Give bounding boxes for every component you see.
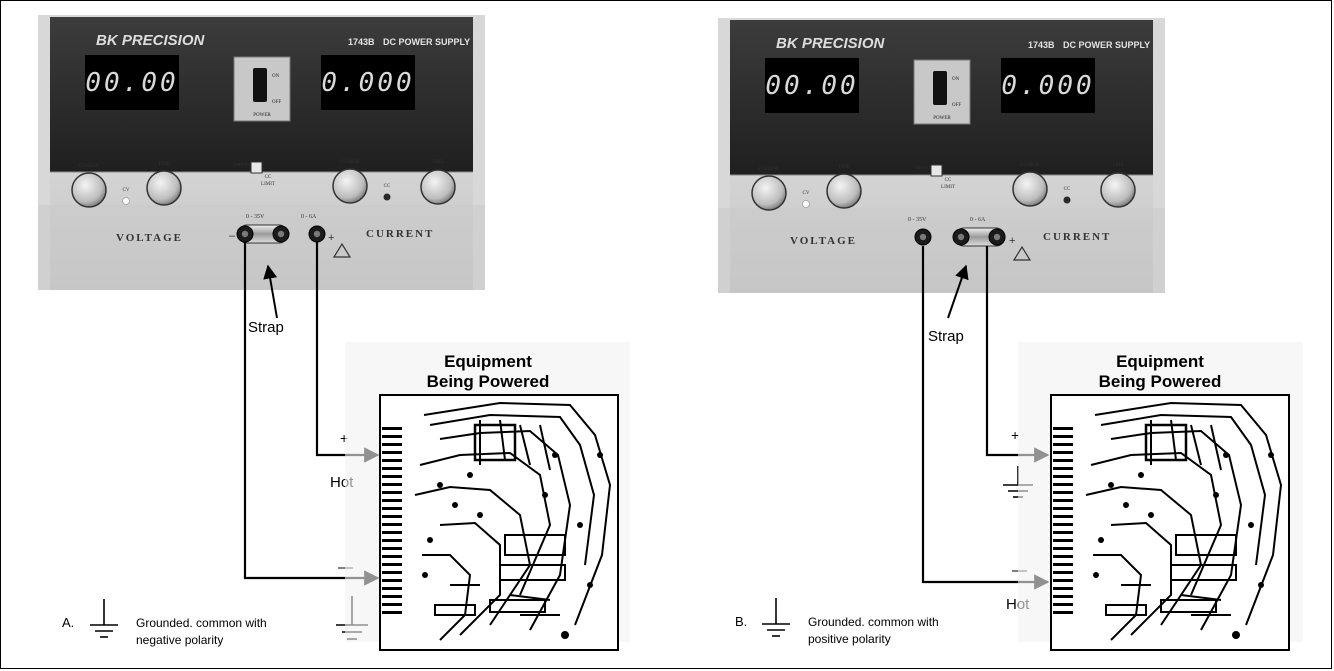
fine-current-label-b: FINE — [1112, 163, 1123, 168]
voltage-display-b: 00.00 — [765, 71, 858, 101]
caption-ground-icon-b — [762, 598, 790, 637]
supply-title-a: DC POWER SUPPLY — [383, 37, 470, 47]
current-display-a: 0.000 — [321, 68, 414, 98]
coarse-current-label-b: COARSE — [1020, 163, 1040, 168]
switch-on-label-b: ON — [952, 77, 960, 82]
strap-pointer-a — [263, 264, 278, 319]
fine-current-label-a: FINE — [432, 160, 443, 165]
circuit-pads-b — [1053, 427, 1274, 639]
caption-line1-a: Grounded. common with — [136, 616, 267, 630]
current-range-label-b: 0 - 6A — [970, 217, 986, 223]
circuit-traces-b — [1085, 401, 1283, 641]
circuit-board-a — [379, 394, 619, 651]
voltage-range-label-a: 0 - 35V — [246, 214, 265, 220]
voltage-display-a: 00.00 — [85, 68, 178, 98]
panel-a: BK PRECISION 1743B DC POWER SUPPLY 00.00… — [37, 14, 630, 651]
model-number-b: 1743B — [1028, 40, 1055, 50]
cc-limit-label-a: CC — [265, 175, 272, 180]
caption-line1-b: Grounded. common with — [808, 615, 939, 629]
equipment-b: Equipment Being Powered — [1018, 342, 1303, 651]
caption-line2-b: positive polarity — [808, 632, 891, 646]
cc-label-a: CC — [384, 184, 391, 189]
brand-logo-a: BK PRECISION — [96, 32, 206, 49]
power-supply-a — [37, 14, 486, 291]
plus-sign-b: + — [1011, 427, 1019, 443]
switch-on-label-a: ON — [272, 74, 280, 79]
panel-b: BK PRECISION 1743B DC POWER SUPPLY 00.00… — [717, 17, 1303, 651]
plus-sign-a: + — [340, 430, 348, 446]
voltage-label-b: VOLTAGE — [790, 235, 857, 247]
power-supply-b — [717, 17, 1166, 294]
equipment-title-line2-a: Being Powered — [427, 372, 550, 391]
cc-limit-label-b: CC — [945, 178, 952, 183]
preset-label-b: PRESET — [915, 165, 932, 170]
current-range-label-a: 0 - 6A — [301, 214, 317, 220]
switch-off-label-a: OFF — [272, 100, 281, 105]
circuit-board-b — [1050, 394, 1290, 651]
equipment-title-line1-b: Equipment — [1116, 352, 1204, 371]
strap-label-a: Strap — [248, 319, 284, 336]
brand-logo-b: BK PRECISION — [776, 35, 886, 52]
power-switch-label-a: POWER — [253, 113, 271, 118]
fine-voltage-label-a: FINE — [158, 162, 169, 167]
power-switch-label-b: POWER — [933, 116, 951, 121]
limit-label-b: LIMIT — [941, 185, 955, 190]
cv-label-a: CV — [123, 188, 130, 193]
model-number-a: 1743B — [348, 37, 375, 47]
coarse-current-label-a: COARSE — [340, 160, 360, 165]
current-label-a: CURRENT — [366, 228, 434, 240]
caption-ground-icon-a — [90, 599, 118, 638]
cc-label-b: CC — [1064, 187, 1071, 192]
coarse-voltage-label-a: COARSE — [79, 164, 99, 169]
switch-off-label-b: OFF — [952, 103, 961, 108]
voltage-label-a: VOLTAGE — [116, 232, 183, 244]
strap-label-b: Strap — [928, 328, 964, 345]
voltage-range-label-b: 0 - 35V — [908, 217, 927, 223]
caption-line2-a: negative polarity — [136, 633, 223, 647]
plus-terminal-label-a: + — [328, 232, 334, 244]
caption-letter-a: A. — [62, 615, 74, 630]
current-label-b: CURRENT — [1043, 231, 1111, 243]
plus-terminal-label-b: + — [1009, 235, 1015, 247]
equipment-title-line2-b: Being Powered — [1099, 372, 1222, 391]
coarse-voltage-label-b: COARSE — [759, 167, 779, 172]
preset-label-a: PRESET — [235, 162, 252, 167]
limit-label-a: LIMIT — [261, 182, 275, 187]
caption-letter-b: B. — [735, 614, 747, 629]
cv-label-b: CV — [803, 191, 810, 196]
equipment-title-line1-a: Equipment — [444, 352, 532, 371]
current-display-b: 0.000 — [1001, 71, 1094, 101]
minus-terminal-label-a: – — [229, 230, 236, 242]
circuit-pads-a — [382, 427, 603, 639]
strap-pointer-b — [947, 264, 969, 319]
fine-voltage-label-b: FINE — [838, 165, 849, 170]
equipment-a: Equipment Being Powered — [345, 342, 630, 651]
supply-title-b: DC POWER SUPPLY — [1063, 40, 1150, 50]
